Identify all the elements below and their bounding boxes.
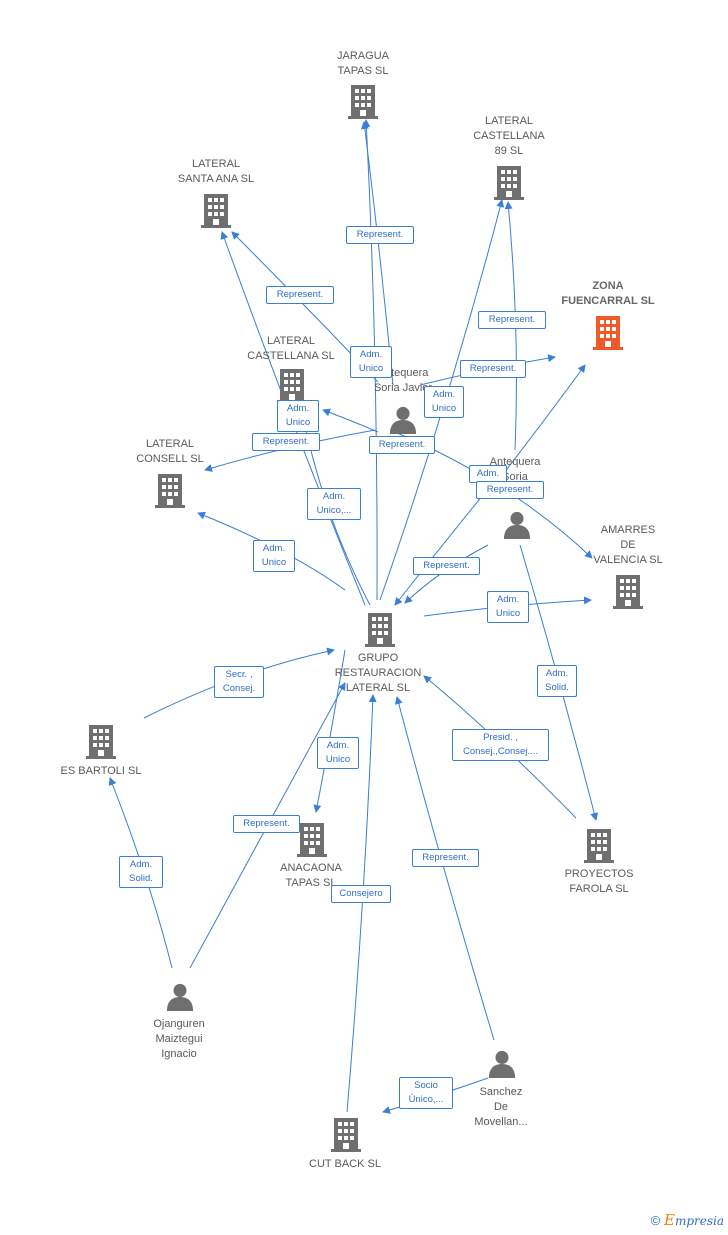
building-icon[interactable] xyxy=(201,194,231,228)
edge-label[interactable]: Represent. xyxy=(413,557,480,575)
building-icon[interactable] xyxy=(86,725,116,759)
edge-label[interactable]: Adm. Unico xyxy=(487,591,529,623)
node-label-zona-fuencarral[interactable]: ZONA FUENCARRAL SL xyxy=(561,280,655,307)
edge-label[interactable]: Represent. xyxy=(252,433,320,451)
copyright-footer[interactable]: © Empresia xyxy=(651,1211,724,1229)
edge-label[interactable]: Represent. xyxy=(266,286,334,304)
edge-label[interactable]: Represent. xyxy=(460,360,526,378)
node-label-ojanguren[interactable]: Ojanguren Maiztegui Ignacio xyxy=(153,1018,205,1060)
edge-label[interactable]: Represent. xyxy=(478,311,546,329)
edge-antequera2-zona xyxy=(499,364,586,479)
node-label-cut-back[interactable]: CUT BACK SL xyxy=(309,1158,381,1170)
edge-label[interactable]: Adm. Unico xyxy=(253,540,295,572)
edge-label[interactable]: Presid. , Consej.,Consej.... xyxy=(452,729,549,761)
node-label-amarres[interactable]: AMARRES DE VALENCIA SL xyxy=(593,524,663,566)
person-icon[interactable] xyxy=(389,406,417,434)
empresia-logo[interactable]: Empresia xyxy=(663,1211,724,1229)
edge-grupo-anacaona xyxy=(313,649,346,813)
building-icon[interactable] xyxy=(593,316,623,350)
node-label-lateral-castellana[interactable]: LATERAL CASTELLANA SL xyxy=(247,335,335,362)
person-icon[interactable] xyxy=(488,1050,516,1078)
edge-label[interactable]: Adm. Unico xyxy=(317,737,359,769)
node-label-proyectos-farola[interactable]: PROYECTOS FAROLA SL xyxy=(564,868,634,895)
edge-label[interactable]: Represent. xyxy=(233,815,300,833)
edge-label[interactable]: Represent. xyxy=(346,226,414,244)
person-icon[interactable] xyxy=(166,983,194,1011)
building-icon[interactable] xyxy=(365,613,395,647)
edge-label[interactable]: Represent. xyxy=(369,436,435,454)
building-icon[interactable] xyxy=(584,829,614,863)
building-icon[interactable] xyxy=(155,474,185,508)
node-label-lateral-santa-ana[interactable]: LATERAL SANTA ANA SL xyxy=(177,158,255,185)
node-label-anacaona[interactable]: ANACAONA TAPAS SL xyxy=(280,862,342,889)
edge-javier-lcast xyxy=(322,408,379,433)
node-label-grupo-restauracion[interactable]: GRUPO RESTAURACION LATERAL SL xyxy=(334,652,422,694)
person-icon[interactable] xyxy=(503,511,531,539)
edge-label[interactable]: Consejero xyxy=(331,885,391,903)
node-label-lateral-consell[interactable]: LATERAL CONSELL SL xyxy=(136,438,204,465)
node-label-es-bartoli[interactable]: ES BARTOLI SL xyxy=(60,765,142,777)
building-icon[interactable] xyxy=(494,166,524,200)
node-label-jaragua[interactable]: JARAGUA TAPAS SL xyxy=(337,50,389,77)
edge-label[interactable]: Adm. Unico,... xyxy=(307,488,361,520)
copyright-icon: © xyxy=(650,1213,661,1228)
edge-label[interactable]: Adm. xyxy=(469,465,507,483)
building-icon[interactable] xyxy=(348,85,378,119)
node-label-lateral-castellana-89[interactable]: LATERAL CASTELLANA 89 SL xyxy=(473,115,545,157)
building-icon[interactable] xyxy=(297,823,327,857)
building-icon[interactable] xyxy=(331,1118,361,1152)
node-label-sanchez[interactable]: Sanchez De Movellan... xyxy=(474,1086,528,1128)
edge-label[interactable]: Secr. , Consej. xyxy=(214,666,264,698)
edge-label[interactable]: Adm. Solid. xyxy=(119,856,163,888)
edge-label[interactable]: Represent. xyxy=(476,481,544,499)
edge-label[interactable]: Represent. xyxy=(412,849,479,867)
edge-label[interactable]: Adm. Unico xyxy=(350,346,392,378)
edge-label[interactable]: Socio Único,... xyxy=(399,1077,453,1109)
building-icon[interactable] xyxy=(277,369,307,403)
building-icon[interactable] xyxy=(613,575,643,609)
edge-label[interactable]: Adm. Unico xyxy=(277,400,319,432)
edge-label[interactable]: Adm. Unico xyxy=(424,386,464,418)
edge-label[interactable]: Adm. Solid. xyxy=(537,665,577,697)
